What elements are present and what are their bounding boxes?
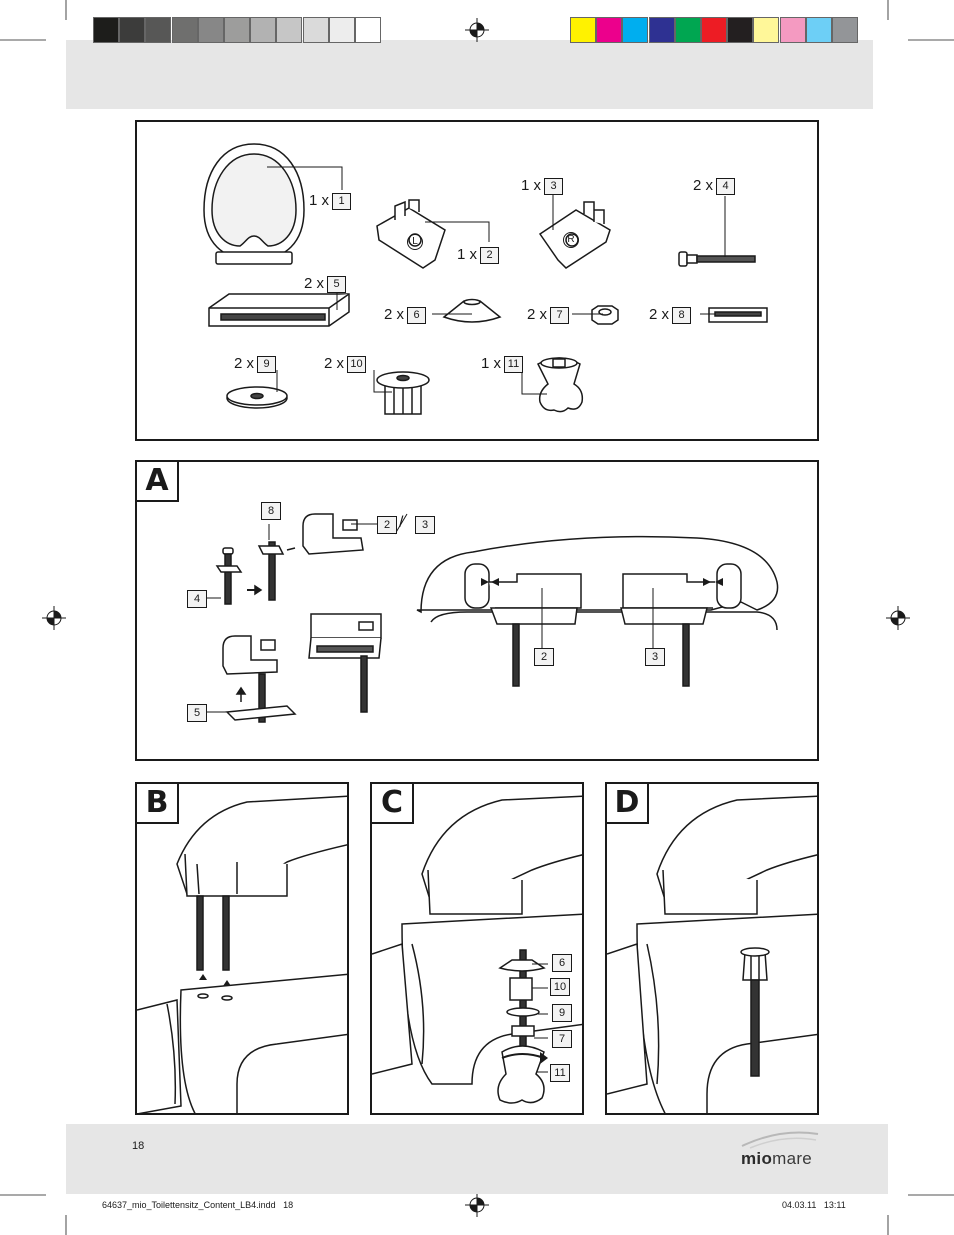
part-4-number: 4 <box>716 177 736 195</box>
color-swatch <box>224 17 250 43</box>
section-c-label-11: 11 <box>550 1064 570 1082</box>
color-swatch <box>622 17 649 43</box>
section-a-label-2: 2 <box>377 516 397 534</box>
color-swatch <box>779 17 806 43</box>
part-8-number: 8 <box>672 306 692 324</box>
color-swatch <box>276 17 303 43</box>
section-c-letter: C <box>372 784 414 824</box>
section-c-label-9: 9 <box>552 1004 572 1022</box>
leader-lines <box>267 166 726 395</box>
section-c-panel: C 6 10 9 7 11 <box>370 782 584 1115</box>
part-7-number: 7 <box>550 306 570 324</box>
file-name: 64637_mio_Toilettensitz_Content_LB4.indd… <box>102 1200 294 1210</box>
cone-washer-icon <box>442 298 502 323</box>
color-swatch <box>302 17 329 43</box>
brand-logo: miomare <box>741 1149 812 1169</box>
brand-swoosh-icon <box>741 1131 819 1149</box>
part-5-number: 5 <box>327 275 347 293</box>
color-swatch <box>197 17 224 43</box>
washer-icon <box>226 386 288 409</box>
section-c-label-6: 6 <box>552 954 572 972</box>
section-d-panel: D <box>605 782 819 1115</box>
color-swatch <box>727 17 754 43</box>
section-a-panel: A <box>135 460 819 761</box>
registration-mark-top-icon <box>465 18 489 42</box>
part-3-number: 3 <box>544 177 564 195</box>
part-6-number: 6 <box>407 306 427 324</box>
color-swatch <box>171 17 198 43</box>
section-a-label-8: 8 <box>261 502 281 520</box>
part-11-number: 11 <box>504 355 524 373</box>
section-a-label-3: 3 <box>415 516 435 534</box>
brand-logo-mare: mare <box>772 1149 813 1168</box>
part-1-number: 1 <box>332 192 352 210</box>
section-c-drawing <box>372 795 582 1104</box>
color-swatch <box>805 17 832 43</box>
section-b-panel: B <box>135 782 349 1115</box>
bolt-icon <box>678 251 756 267</box>
hinge-left-mark: L <box>407 234 423 250</box>
color-swatch <box>832 17 858 43</box>
section-a-label-4: 4 <box>187 590 207 608</box>
part-2-number: 2 <box>480 246 500 264</box>
color-swatch <box>753 17 780 43</box>
registration-mark-right-icon <box>886 606 910 630</box>
color-swatch <box>570 17 596 43</box>
section-d-drawing <box>607 795 817 1113</box>
bottom-band <box>66 1124 888 1194</box>
color-swatch <box>119 17 146 43</box>
section-d-letter: D <box>607 784 649 824</box>
part-10-number: 10 <box>347 355 367 373</box>
color-swatch <box>250 17 277 43</box>
color-swatch <box>648 17 675 43</box>
bushing-icon <box>376 371 430 415</box>
section-a-label-right-hinge: 3 <box>645 648 665 666</box>
section-a-slash: / <box>399 514 404 531</box>
section-a-label-left-hinge: 2 <box>534 648 554 666</box>
nut-icon <box>591 305 619 325</box>
clip-icon <box>708 307 768 323</box>
section-a-letter: A <box>137 462 179 502</box>
color-swatch <box>701 17 727 43</box>
section-a-label-5: 5 <box>187 704 207 722</box>
brand-logo-mio: mio <box>741 1149 773 1168</box>
section-c-label-10: 10 <box>550 978 570 996</box>
registration-mark-bottom-icon <box>465 1193 489 1217</box>
color-swatch <box>596 17 623 43</box>
section-b-letter: B <box>137 784 179 824</box>
page-number: 18 <box>132 1140 145 1152</box>
section-a-drawings <box>207 513 779 723</box>
section-c-label-7: 7 <box>552 1030 572 1048</box>
color-swatch <box>674 17 701 43</box>
color-swatch <box>93 17 119 43</box>
hinge-right-mark: R <box>563 232 579 248</box>
registration-mark-left-icon <box>42 606 66 630</box>
color-swatch <box>355 17 381 43</box>
seat-icon <box>203 143 305 265</box>
plate-icon <box>208 293 350 327</box>
date-time: 04.03.11 13:11 <box>782 1200 846 1210</box>
color-swatch <box>145 17 172 43</box>
section-b-drawing <box>137 795 347 1113</box>
wrench-icon <box>537 357 584 413</box>
color-swatch <box>328 17 355 43</box>
part-9-number: 9 <box>257 355 277 373</box>
top-band <box>66 40 873 109</box>
